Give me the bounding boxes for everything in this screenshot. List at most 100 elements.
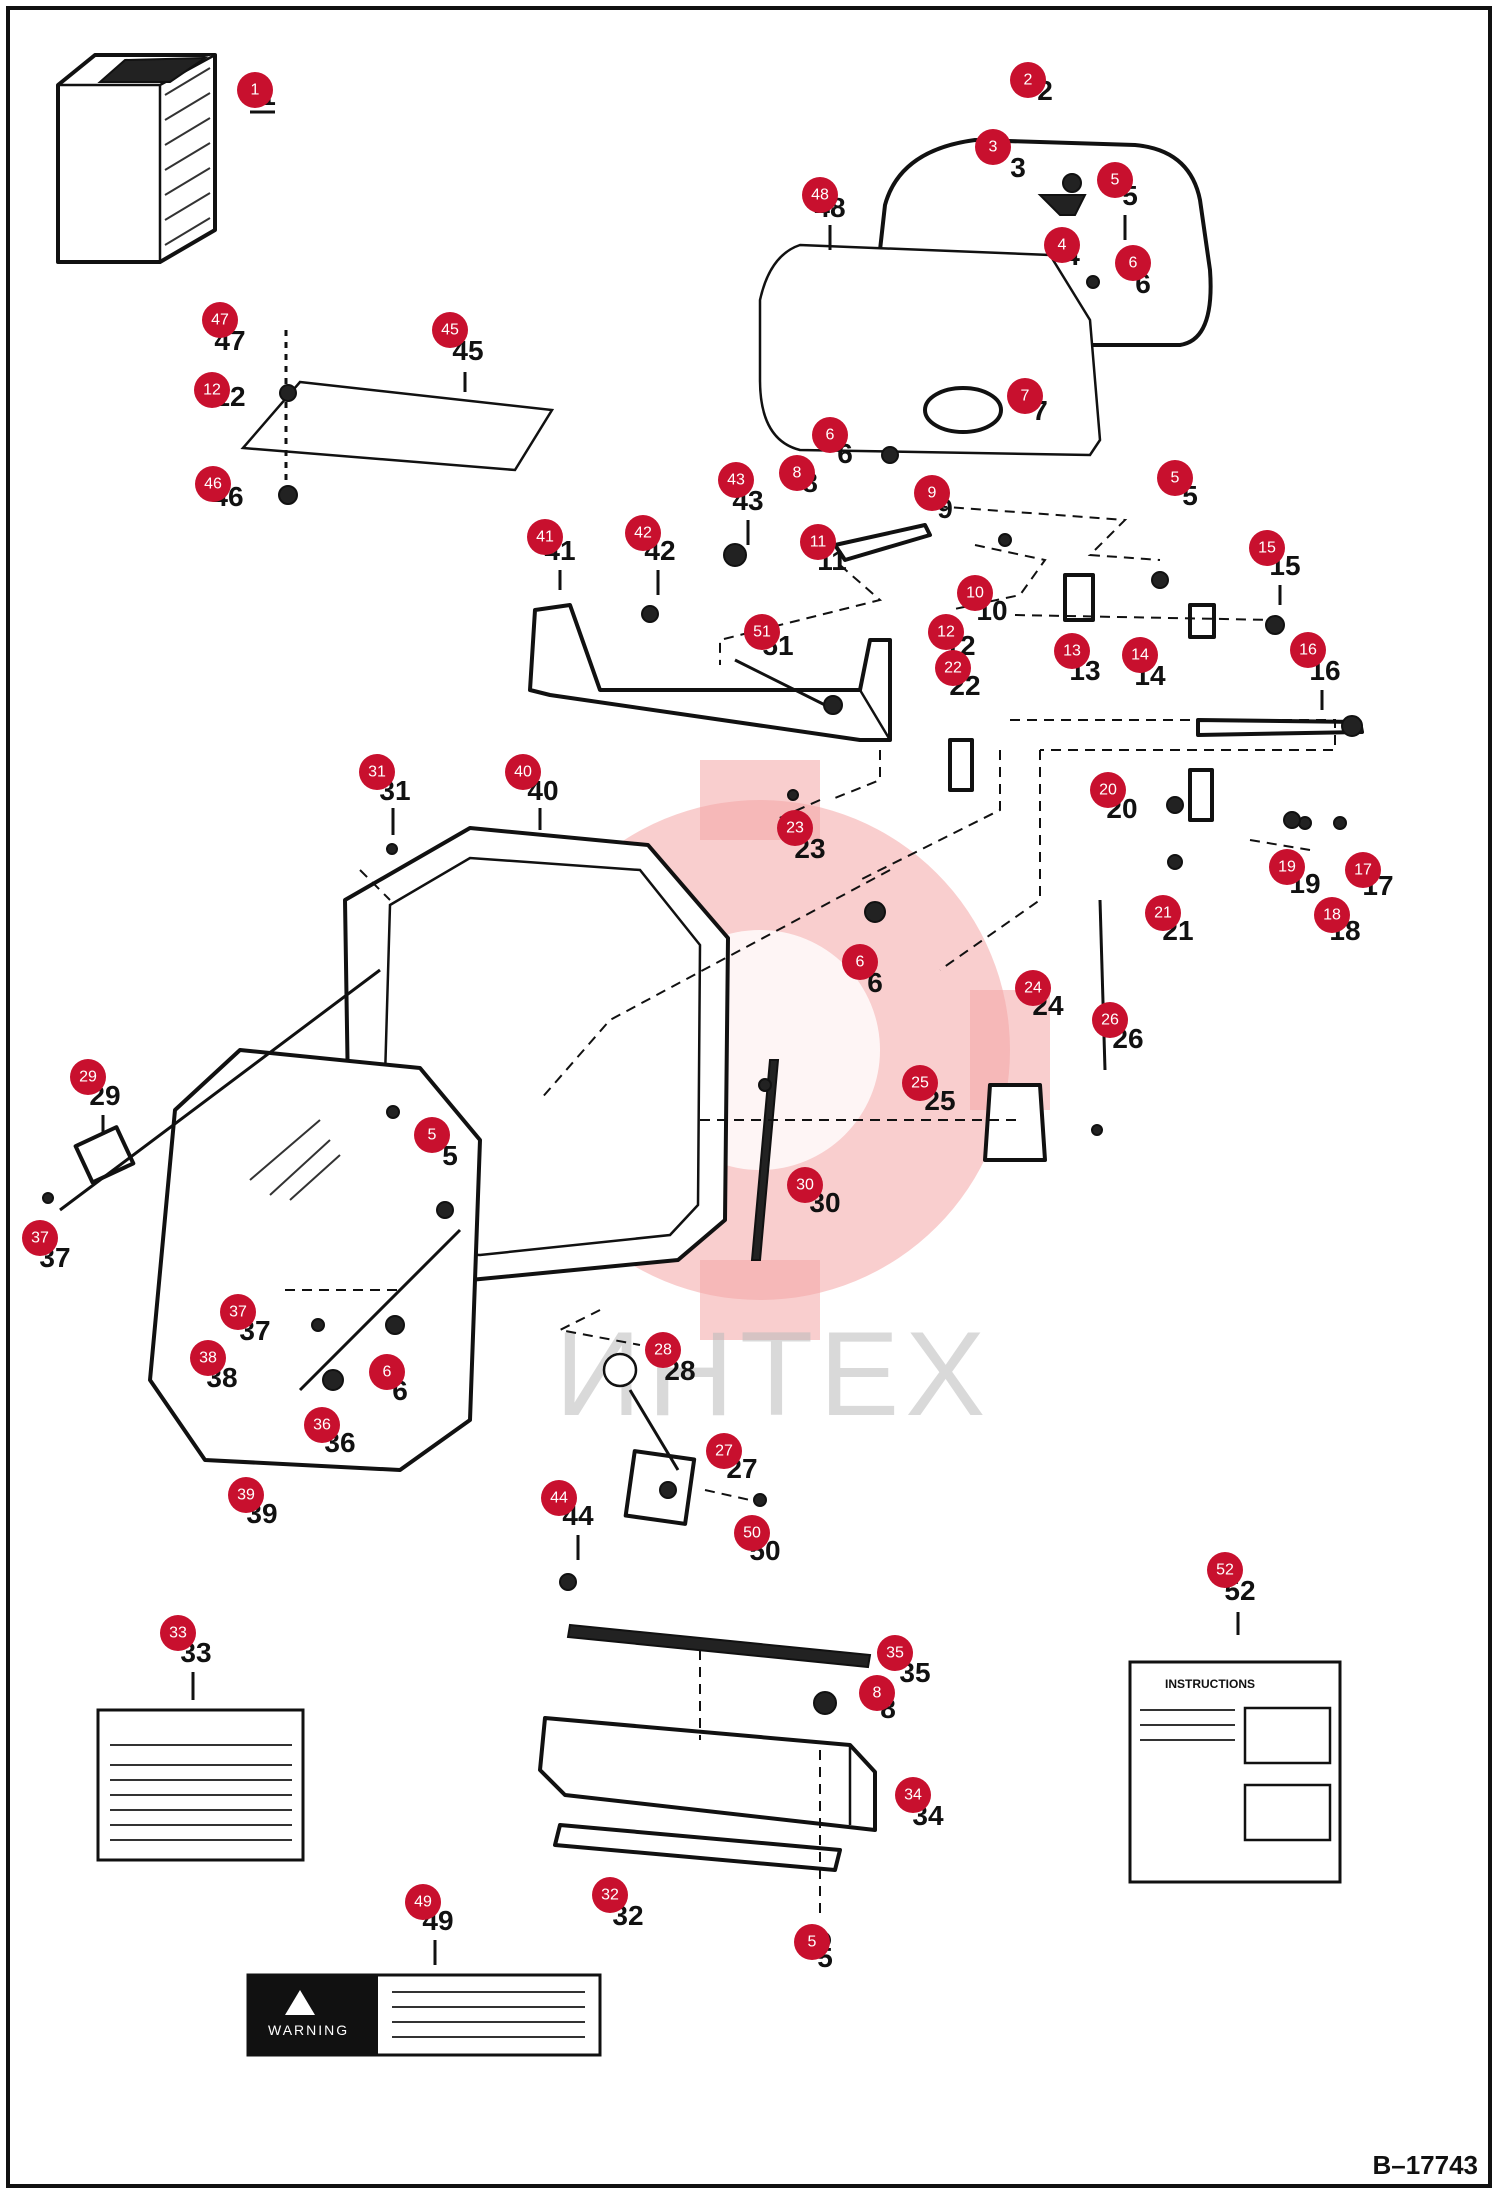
callout-badge-25[interactable]: 25 [902,1065,938,1101]
callout-badge-18[interactable]: 18 [1314,897,1350,933]
callout-badge-circle[interactable] [975,129,1011,165]
callout-badge-circle[interactable] [859,1675,895,1711]
callout-badge-37[interactable]: 37 [22,1220,58,1256]
callout-badge-circle[interactable] [228,1477,264,1513]
callout-badge-circle[interactable] [194,372,230,408]
callout-badge-circle[interactable] [794,1924,830,1960]
callout-badge-47[interactable]: 47 [202,302,238,338]
callout-badge-circle[interactable] [935,650,971,686]
callout-badge-6[interactable]: 6 [842,944,878,980]
callout-badge-48[interactable]: 48 [802,177,838,213]
callout-badge-6[interactable]: 6 [812,417,848,453]
callout-badge-circle[interactable] [812,417,848,453]
callout-badge-23[interactable]: 23 [777,810,813,846]
callout-badge-circle[interactable] [744,614,780,650]
callout-badge-circle[interactable] [1122,637,1158,673]
callout-badge-circle[interactable] [505,754,541,790]
callout-badge-circle[interactable] [1269,849,1305,885]
callout-badge-5[interactable]: 5 [1097,162,1133,198]
callout-badge-circle[interactable] [1290,632,1326,668]
callout-badge-49[interactable]: 49 [405,1884,441,1920]
callout-badge-circle[interactable] [527,519,563,555]
callout-badge-circle[interactable] [592,1877,628,1913]
callout-badge-37[interactable]: 37 [220,1294,256,1330]
callout-badge-24[interactable]: 24 [1015,970,1051,1006]
callout-badge-34[interactable]: 34 [895,1777,931,1813]
callout-badge-circle[interactable] [70,1059,106,1095]
callout-badge-5[interactable]: 5 [414,1117,450,1153]
callout-badge-circle[interactable] [718,462,754,498]
callout-badge-circle[interactable] [195,466,231,502]
callout-badge-circle[interactable] [877,1635,913,1671]
callout-badge-36[interactable]: 36 [304,1407,340,1443]
callout-badge-21[interactable]: 21 [1145,895,1181,931]
callout-badge-1[interactable]: 1 [237,72,273,108]
callout-badge-circle[interactable] [802,177,838,213]
callout-badge-44[interactable]: 44 [541,1480,577,1516]
callout-badge-16[interactable]: 16 [1290,632,1326,668]
callout-badge-42[interactable]: 42 [625,515,661,551]
callout-badge-50[interactable]: 50 [734,1515,770,1551]
callout-badge-26[interactable]: 26 [1092,1002,1128,1038]
callout-badge-circle[interactable] [734,1515,770,1551]
callout-badge-52[interactable]: 52 [1207,1552,1243,1588]
callout-badge-6[interactable]: 6 [369,1354,405,1390]
callout-badge-circle[interactable] [190,1340,226,1376]
callout-badge-circle[interactable] [22,1220,58,1256]
callout-badge-circle[interactable] [842,944,878,980]
callout-badge-13[interactable]: 13 [1054,633,1090,669]
callout-badge-circle[interactable] [902,1065,938,1101]
callout-badge-circle[interactable] [787,1167,823,1203]
callout-badge-circle[interactable] [160,1615,196,1651]
callout-badge-circle[interactable] [779,455,815,491]
callout-badge-35[interactable]: 35 [877,1635,913,1671]
callout-badge-circle[interactable] [625,515,661,551]
callout-badge-31[interactable]: 31 [359,754,395,790]
callout-badge-51[interactable]: 51 [744,614,780,650]
callout-badge-circle[interactable] [1010,62,1046,98]
callout-badge-circle[interactable] [1007,378,1043,414]
callout-badge-40[interactable]: 40 [505,754,541,790]
callout-badge-circle[interactable] [706,1433,742,1469]
callout-badge-38[interactable]: 38 [190,1340,226,1376]
callout-badge-10[interactable]: 10 [957,575,993,611]
callout-badge-39[interactable]: 39 [228,1477,264,1513]
callout-badge-circle[interactable] [1145,895,1181,931]
callout-badge-circle[interactable] [1097,162,1133,198]
callout-badge-circle[interactable] [1345,852,1381,888]
callout-badge-circle[interactable] [1090,772,1126,808]
callout-badge-20[interactable]: 20 [1090,772,1126,808]
callout-badge-circle[interactable] [1044,227,1080,263]
callout-badge-circle[interactable] [359,754,395,790]
callout-badge-circle[interactable] [432,312,468,348]
callout-badge-circle[interactable] [1015,970,1051,1006]
callout-badge-28[interactable]: 28 [645,1332,681,1368]
callout-badge-6[interactable]: 6 [1115,245,1151,281]
callout-badge-circle[interactable] [304,1407,340,1443]
callout-badge-12[interactable]: 12 [194,372,230,408]
callout-badge-12[interactable]: 12 [928,614,964,650]
callout-badge-29[interactable]: 29 [70,1059,106,1095]
callout-badge-circle[interactable] [895,1777,931,1813]
callout-badge-8[interactable]: 8 [779,455,815,491]
callout-badge-8[interactable]: 8 [859,1675,895,1711]
callout-badge-43[interactable]: 43 [718,462,754,498]
callout-badge-22[interactable]: 22 [935,650,971,686]
callout-badge-circle[interactable] [237,72,273,108]
callout-badge-33[interactable]: 33 [160,1615,196,1651]
callout-badge-32[interactable]: 32 [592,1877,628,1913]
callout-badge-2[interactable]: 2 [1010,62,1046,98]
callout-badge-30[interactable]: 30 [787,1167,823,1203]
callout-badge-circle[interactable] [928,614,964,650]
callout-badge-circle[interactable] [1054,633,1090,669]
callout-badge-circle[interactable] [1207,1552,1243,1588]
callout-badge-circle[interactable] [1157,460,1193,496]
callout-badge-circle[interactable] [645,1332,681,1368]
callout-badge-17[interactable]: 17 [1345,852,1381,888]
callout-badge-circle[interactable] [800,524,836,560]
callout-badge-circle[interactable] [957,575,993,611]
callout-badge-5[interactable]: 5 [794,1924,830,1960]
callout-badge-46[interactable]: 46 [195,466,231,502]
callout-badge-circle[interactable] [405,1884,441,1920]
callout-badge-circle[interactable] [914,475,950,511]
